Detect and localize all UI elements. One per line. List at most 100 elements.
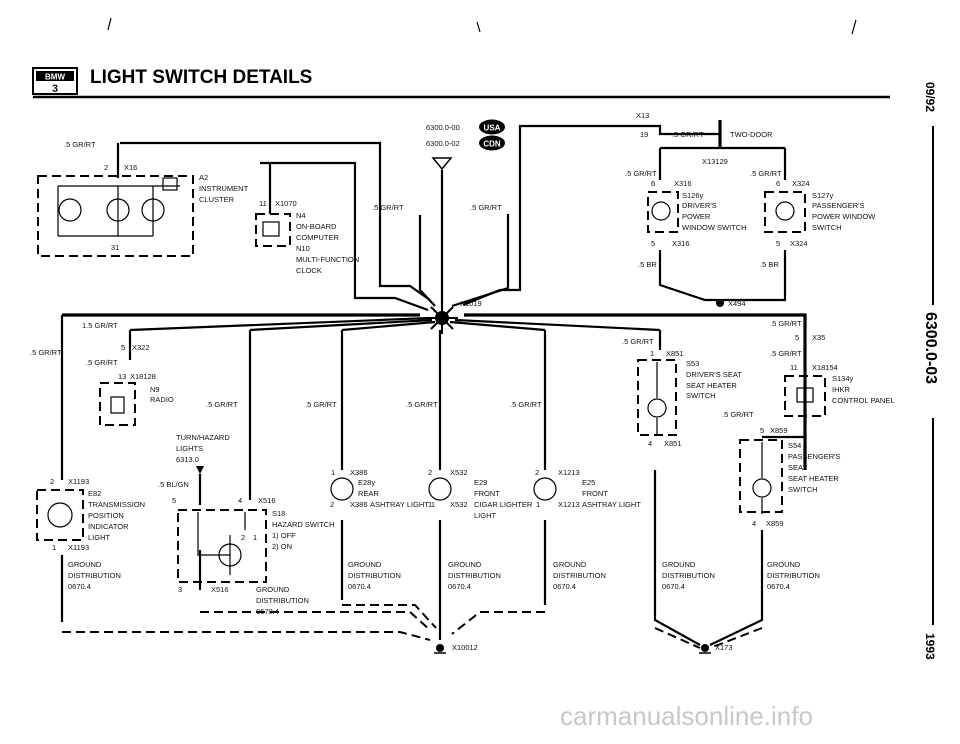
watermark: carmanualsonline.info [560,701,813,731]
wire-label-gr-rt-j: .5 GR/RT [305,400,337,409]
svg-text:0670.4: 0670.4 [662,582,685,591]
svg-text:0670.4: 0670.4 [767,582,790,591]
svg-text:0670.4: 0670.4 [256,607,279,616]
svg-text:PASSENGER'S: PASSENGER'S [812,201,865,210]
wire-label-br-b: .5 BR [760,260,779,269]
svg-text:FRONT: FRONT [474,489,500,498]
turn-hazard-arrow [196,466,204,474]
central-splice-rays [426,302,458,334]
ground-x494: X494 [716,299,746,308]
a2-module-icon [162,177,178,191]
svg-text:SEAT HEATER: SEAT HEATER [788,474,839,483]
svg-text:IHKR: IHKR [832,385,851,394]
s18-lamp [218,543,242,567]
a2-lamp-3 [141,198,165,222]
wire-label-gr-rt-g: .5 GR/RT [30,348,62,357]
variant-triangle [431,157,453,171]
svg-text:N10: N10 [296,244,310,253]
x532-label-bot: X532 [450,500,468,509]
x386-pin-bot: 2 [330,500,334,509]
svg-text:CLUSTER: CLUSTER [199,195,235,204]
x386-label-bot: X386 [350,500,368,509]
svg-text:DISTRIBUTION: DISTRIBUTION [553,571,606,580]
wire-label-gr-rt-p: .5 GR/RT [722,410,754,419]
svg-text:S54: S54 [788,441,801,450]
svg-text:POSITION: POSITION [88,511,124,520]
s54-lamp [752,478,772,498]
x35-pin: 5 [795,333,799,342]
page-title: LIGHT SWITCH DETAILS [90,67,312,88]
svg-text:POWER: POWER [682,212,711,221]
s126y-lamp [651,201,671,221]
x18128-label: X18128 [130,372,156,381]
ground-runs [62,604,763,649]
usa-badge [479,119,505,135]
e25-labels: E25 FRONT [582,478,608,498]
svg-text:PASSENGER'S: PASSENGER'S [788,452,841,461]
s53-labels: S53 DRIVER'S SEAT SEAT HEATER SWITCH [686,359,742,400]
x859-label-bot: X859 [766,519,784,528]
svg-text:0670.4: 0670.4 [553,582,576,591]
x859-pin-bot: 4 [752,519,756,528]
wire-label-gr-rt-m: .5 GR/RT [622,337,654,346]
svg-text:LIGHT: LIGHT [88,533,111,542]
usa-code: 6300.0-00 [426,123,460,132]
e29-lamp [428,477,452,501]
wire-label-gr-rt-e: .5 GR/RT [625,169,657,178]
a2-labels: A2 INSTRUMENT CLUSTER [199,173,249,204]
s134y-box [784,375,826,417]
svg-text:0670.4: 0670.4 [68,582,91,591]
ground-block-6: GROUND DISTRIBUTION 0670.4 [662,560,715,591]
a2-lamp-1 [58,198,82,222]
e28y-labels: E28y REAR [358,478,379,498]
x851-pin-top: 1 [650,349,654,358]
x516-label-top: X516 [258,496,276,505]
wire-label-gr-rt-n: .5 GR/RT [770,319,802,328]
svg-text:DISTRIBUTION: DISTRIBUTION [662,571,715,580]
e25-location: ASHTRAY LIGHT [582,500,641,509]
x18154-pin: 11 [790,363,798,372]
x1213-pin-top: 2 [535,468,539,477]
s127y-labels: S127y PASSENGER'S POWER WINDOW SWITCH [812,191,876,232]
svg-text:1) OFF: 1) OFF [272,531,296,540]
usa-badge-text: USA [484,124,501,133]
svg-text:S126y: S126y [682,191,704,200]
ground-block-1: GROUND DISTRIBUTION 0670.4 [68,560,121,591]
ground-block-2: GROUND DISTRIBUTION 0670.4 [256,585,309,616]
x10012-label: X10012 [452,643,478,652]
n4-module-icon [262,221,280,237]
x516-label-bot: X516 [211,585,229,594]
ground-block-7: GROUND DISTRIBUTION 0670.4 [767,560,820,591]
margin-year: 1993 [923,633,937,660]
x1213-pin-bot: 1 [536,500,540,509]
e28y-lamp [330,477,354,501]
svg-text:GROUND: GROUND [348,560,382,569]
s18-labels: S18 HAZARD SWITCH 1) OFF 2) ON [272,509,335,551]
x324-label-top: X324 [792,179,810,188]
svg-text:CONTROL PANEL: CONTROL PANEL [832,396,895,405]
x859-label-top: X859 [770,426,788,435]
s127y-box [764,191,806,233]
wire-label-gr-rt-k: .5 GR/RT [406,400,438,409]
x532-pin-top: 2 [428,468,432,477]
x532-pin-bot: 1 [428,500,432,509]
s54-labels: S54 PASSENGER'S SEAT SEAT HEATER SWITCH [788,441,841,494]
svg-text:GROUND: GROUND [662,560,696,569]
wire-label-gr-rt-l: .5 GR/RT [510,400,542,409]
svg-text:COMPUTER: COMPUTER [296,233,340,242]
ground-x173: X173 [699,643,733,654]
wire-label-gr-rt-h: .5 GR/RT [86,358,118,367]
n4-box [255,213,291,247]
svg-text:SWITCH: SWITCH [686,391,716,400]
s54-box [739,439,783,513]
scan-marks [107,17,857,35]
svg-text:A2: A2 [199,173,208,182]
s18-pin-1: 1 [253,533,257,542]
x1193-label-top: X1193 [68,477,89,486]
svg-text:0670.4: 0670.4 [448,582,471,591]
x532-label-top: X532 [450,468,468,477]
svg-text:0670.4: 0670.4 [348,582,371,591]
n4-labels: N4 ON-BOARD COMPUTER N10 MULTI-FUNCTION … [296,211,359,275]
x322-label: X322 [132,343,150,352]
svg-text:DISTRIBUTION: DISTRIBUTION [448,571,501,580]
